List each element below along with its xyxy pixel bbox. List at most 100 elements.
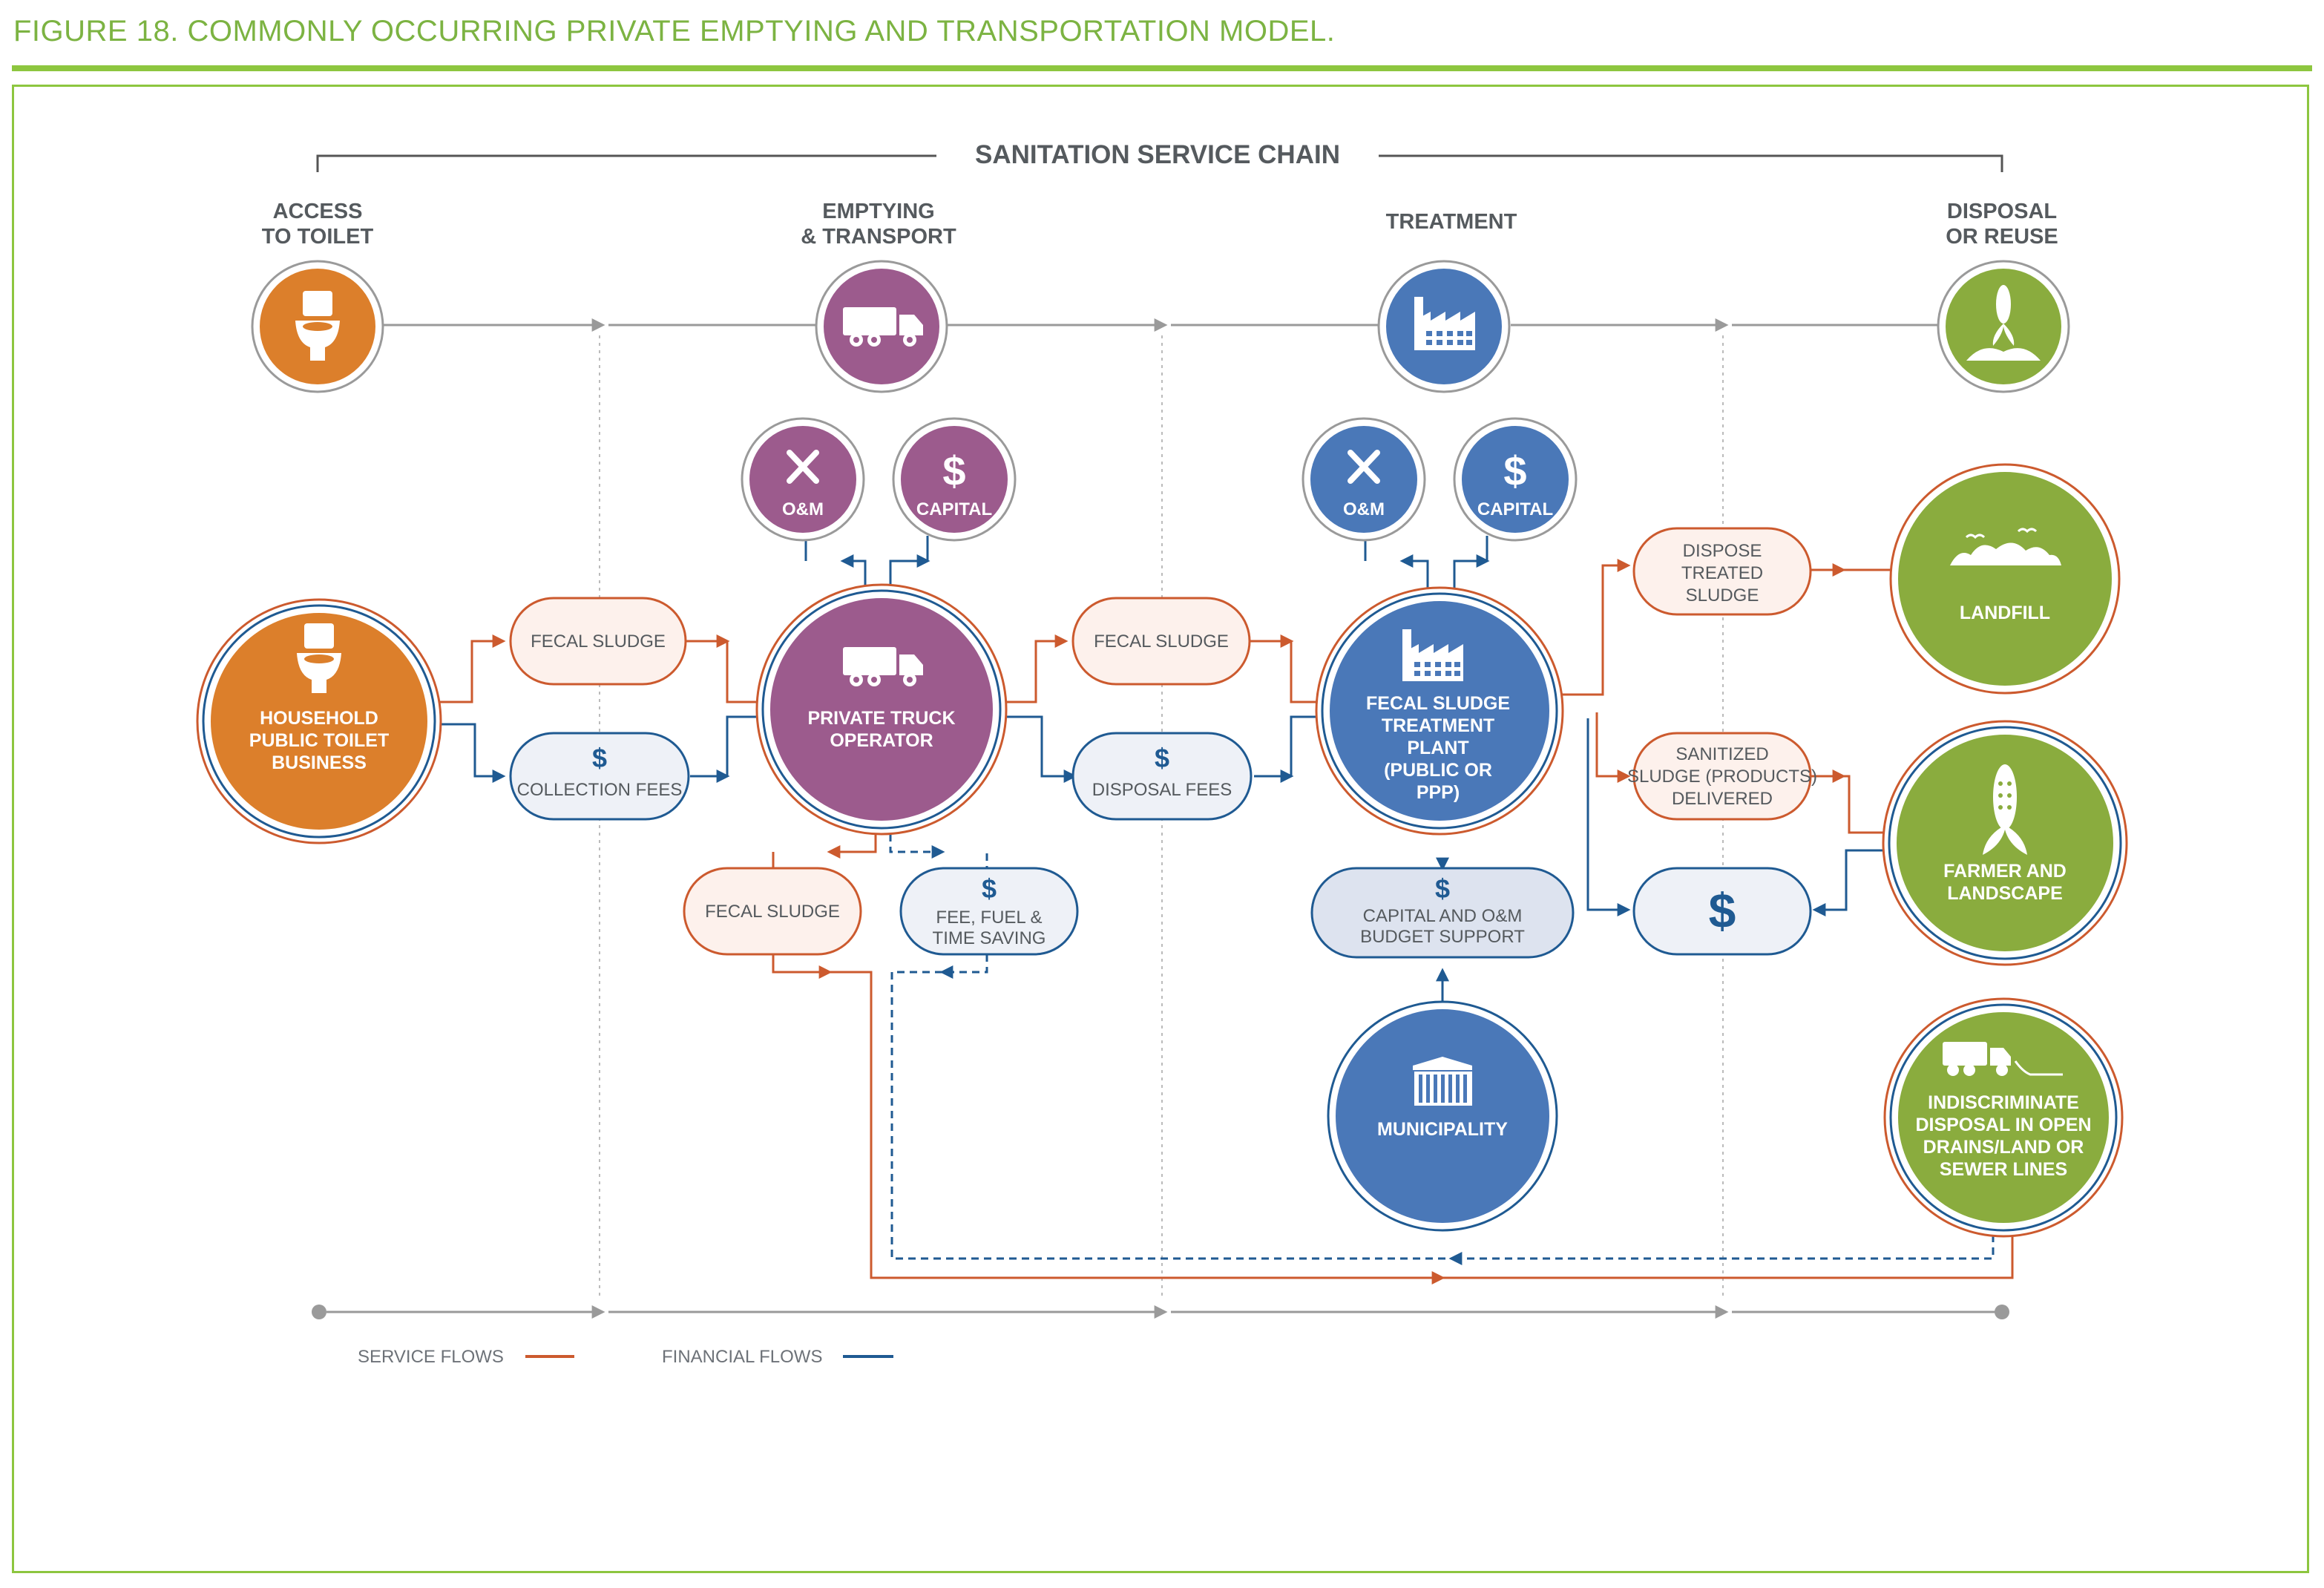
title-rule bbox=[12, 65, 2312, 71]
dollar-icon: $ bbox=[1503, 447, 1526, 494]
svg-text:COLLECTION FEES: COLLECTION FEES bbox=[517, 780, 683, 800]
landfill-label: LANDFILL bbox=[1960, 603, 2050, 623]
corn-icon bbox=[1966, 285, 2041, 361]
tools-icon bbox=[1348, 450, 1380, 484]
svg-text:FECAL SLUDGE: FECAL SLUDGE bbox=[705, 902, 840, 922]
svg-text:FEE, FUEL &: FEE, FUEL & bbox=[936, 908, 1042, 928]
indiscriminate-node: INDISCRIMINATE DISPOSAL IN OPEN DRAINS/L… bbox=[1883, 997, 2124, 1238]
plant-node: FECAL SLUDGE TREATMENT PLANT (PUBLIC OR … bbox=[1315, 586, 1564, 836]
stage-disposal-line2: OR REUSE bbox=[1946, 225, 2058, 249]
stage-labels: ACCESS TO TOILET EMPTYING & TRANSPORT TR… bbox=[262, 200, 2058, 249]
svg-text:SLUDGE: SLUDGE bbox=[1686, 585, 1759, 606]
farmer-node: FARMER AND LANDSCAPE bbox=[1882, 720, 2128, 966]
farmer-label-2: LANDSCAPE bbox=[1947, 883, 2063, 904]
household-label-2: PUBLIC TOILET bbox=[249, 730, 389, 751]
truck-icon bbox=[1943, 1042, 2063, 1076]
municipality-label: MUNICIPALITY bbox=[1377, 1119, 1508, 1140]
figure-title: FIGURE 18. COMMONLY OCCURRING PRIVATE EM… bbox=[13, 15, 1336, 47]
household-label-3: BUSINESS bbox=[272, 752, 367, 773]
indiscriminate-label-1: INDISCRIMINATE bbox=[1928, 1092, 2079, 1113]
corn-icon bbox=[1983, 764, 2027, 855]
stage-emptying-line1: EMPTYING bbox=[822, 200, 934, 223]
pill-fee-fuel-time: $ FEE, FUEL & TIME SAVING bbox=[899, 867, 1079, 956]
svg-text:CAPITAL AND O&M: CAPITAL AND O&M bbox=[1363, 906, 1523, 926]
bottom-timeline bbox=[312, 1305, 2009, 1319]
operator-label-2: OPERATOR bbox=[830, 730, 933, 751]
pill-fecal-sludge-3: FECAL SLUDGE bbox=[683, 867, 862, 956]
dollar-icon: $ bbox=[1435, 873, 1450, 904]
svg-text:DISPOSE: DISPOSE bbox=[1683, 541, 1762, 561]
plant-om-circle: O&M bbox=[1301, 417, 1426, 542]
toilet-icon bbox=[295, 291, 340, 361]
factory-icon bbox=[1414, 297, 1475, 350]
stage-emptying-line2: & TRANSPORT bbox=[801, 225, 956, 249]
svg-text:BUDGET SUPPORT: BUDGET SUPPORT bbox=[1360, 927, 1525, 947]
pill-dispose-treated-sludge: DISPOSE TREATED SLUDGE bbox=[1632, 527, 1812, 616]
dollar-icon: $ bbox=[1709, 883, 1736, 938]
dollar-icon: $ bbox=[982, 873, 997, 904]
svg-text:TIME SAVING: TIME SAVING bbox=[933, 928, 1046, 948]
pill-budget-support: $ CAPITAL AND O&M BUDGET SUPPORT bbox=[1310, 867, 1575, 959]
svg-text:SANITIZED: SANITIZED bbox=[1675, 744, 1768, 764]
factory-icon bbox=[1402, 629, 1463, 681]
legend: SERVICE FLOWS FINANCIAL FLOWS bbox=[358, 1347, 893, 1367]
financial-flow-lines bbox=[433, 536, 1885, 1002]
legend-service-label: SERVICE FLOWS bbox=[358, 1347, 504, 1367]
tools-icon bbox=[787, 450, 819, 484]
building-icon bbox=[1413, 1057, 1472, 1106]
stage-treatment: TREATMENT bbox=[1386, 210, 1517, 234]
plant-label-2: TREATMENT bbox=[1382, 715, 1494, 736]
service-flow-lines bbox=[433, 559, 2014, 1284]
dollar-icon: $ bbox=[942, 447, 965, 494]
chain-header: SANITATION SERVICE CHAIN bbox=[316, 140, 2003, 172]
diagram-frame bbox=[12, 85, 2309, 1573]
indiscriminate-label-2: DISPOSAL IN OPEN bbox=[1915, 1115, 2091, 1135]
plant-capital-circle: $ CAPITAL bbox=[1453, 417, 1578, 542]
dollar-icon: $ bbox=[1155, 743, 1169, 773]
top-chain bbox=[251, 260, 2070, 393]
indiscriminate-label-4: SEWER LINES bbox=[1940, 1159, 2067, 1180]
farmer-label-1: FARMER AND bbox=[1943, 861, 2067, 882]
plant-capital-label: CAPITAL bbox=[1477, 499, 1553, 519]
indiscriminate-label-3: DRAINS/LAND OR bbox=[1923, 1137, 2084, 1158]
pill-fecal-sludge-1: FECAL SLUDGE bbox=[509, 597, 687, 686]
truck-icon bbox=[843, 647, 923, 686]
operator-label-1: PRIVATE TRUCK bbox=[807, 708, 955, 729]
svg-text:FECAL SLUDGE: FECAL SLUDGE bbox=[531, 631, 666, 652]
chain-title: SANITATION SERVICE CHAIN bbox=[975, 140, 1340, 169]
operator-capital-circle: $ CAPITAL bbox=[892, 417, 1017, 542]
pill-sanitized-sludge: SANITIZED SLUDGE (PRODUCTS) DELIVERED bbox=[1627, 732, 1817, 821]
plant-label-1: FECAL SLUDGE bbox=[1366, 693, 1510, 714]
legend-financial-label: FINANCIAL FLOWS bbox=[662, 1347, 822, 1367]
operator-om-label: O&M bbox=[782, 499, 824, 519]
plant-label-5: PPP) bbox=[1417, 782, 1460, 803]
household-label-1: HOUSEHOLD bbox=[260, 708, 378, 729]
plant-label-4: (PUBLIC OR bbox=[1384, 760, 1492, 781]
stage-access-line2: TO TOILET bbox=[262, 225, 374, 249]
operator-om-circle: O&M bbox=[741, 417, 865, 542]
pill-disposal-fees: $ DISPOSAL FEES bbox=[1071, 732, 1253, 821]
pill-collection-fees: $ COLLECTION FEES bbox=[509, 732, 690, 821]
svg-text:TREATED: TREATED bbox=[1681, 563, 1763, 583]
truck-icon bbox=[843, 307, 923, 347]
stage-disposal-line1: DISPOSAL bbox=[1947, 200, 2057, 223]
pill-fecal-sludge-2: FECAL SLUDGE bbox=[1071, 597, 1251, 686]
svg-text:SLUDGE (PRODUCTS): SLUDGE (PRODUCTS) bbox=[1627, 767, 1817, 787]
landfill-node: LANDFILL bbox=[1889, 463, 2121, 695]
household-node: HOUSEHOLD PUBLIC TOILET BUSINESS bbox=[196, 598, 442, 844]
dollar-icon: $ bbox=[592, 743, 607, 773]
landfill-icon bbox=[1950, 528, 2061, 565]
toilet-icon bbox=[297, 623, 341, 693]
operator-capital-label: CAPITAL bbox=[916, 499, 992, 519]
operator-node: PRIVATE TRUCK OPERATOR bbox=[755, 583, 1008, 836]
pill-dollar-revenue: $ bbox=[1632, 867, 1812, 956]
municipality-node: MUNICIPALITY bbox=[1327, 1000, 1558, 1232]
svg-text:DELIVERED: DELIVERED bbox=[1672, 789, 1773, 809]
stage-access-line1: ACCESS bbox=[273, 200, 363, 223]
svg-text:DISPOSAL FEES: DISPOSAL FEES bbox=[1092, 780, 1232, 800]
plant-om-label: O&M bbox=[1343, 499, 1385, 519]
plant-label-3: PLANT bbox=[1407, 738, 1468, 758]
stage-separators bbox=[599, 335, 1724, 1299]
svg-text:FECAL SLUDGE: FECAL SLUDGE bbox=[1094, 631, 1229, 652]
